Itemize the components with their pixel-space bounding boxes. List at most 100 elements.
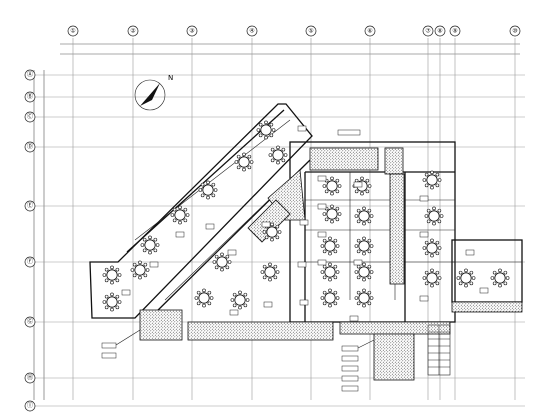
chair [430,185,434,190]
chair [367,301,372,306]
annotation-leaders [101,129,375,392]
room-tag [419,195,429,202]
chair [437,276,442,280]
chair [117,300,122,304]
room-tag [419,231,429,238]
chair [214,254,219,259]
chair [220,267,224,272]
room-tag [317,231,327,238]
chair [245,298,250,302]
chair [243,303,248,308]
chair [435,183,440,188]
col-4-label: ④ [249,28,254,35]
chair [270,147,275,152]
chair [148,250,152,255]
chair [333,238,338,243]
round-table [102,265,122,285]
chair [172,218,177,223]
round-table [424,206,444,226]
chair [435,172,440,177]
chair [322,290,327,295]
row-b-label: Ⓑ [27,93,33,101]
chair [322,212,327,216]
chair [362,236,366,241]
room-tag [263,301,273,308]
room-tag [205,223,215,230]
chair [142,248,147,253]
chair [155,243,160,247]
chair [464,268,468,273]
chair [335,189,340,194]
chair [273,264,278,269]
chair [138,275,142,280]
dimension-frame [33,43,520,400]
chair [276,145,280,150]
chair [320,270,325,274]
chair [362,251,366,256]
col-3-label: ③ [189,28,194,35]
chair [220,252,224,257]
round-table [194,288,214,308]
chair [356,219,361,224]
row-f-bubble: Ⓕ [24,256,36,268]
col-1-bubble: ① [67,25,79,37]
chair [335,270,340,274]
chair [354,270,359,274]
chair [110,307,114,312]
chair [335,244,340,248]
chair [505,276,510,280]
col-3-bubble: ③ [186,25,198,37]
round-table [102,292,122,312]
room-tag [479,287,489,294]
chair [271,128,276,132]
chair [275,270,280,274]
chair [200,193,205,198]
col-1-label: ① [70,28,75,35]
chair [435,240,440,245]
chair [432,206,436,211]
compass-north-label: N [168,74,173,82]
round-table [256,120,276,140]
round-table [234,152,254,172]
col-10-label: ⑩ [512,28,517,35]
chair [492,281,497,286]
chair [464,283,468,288]
chair [232,303,237,308]
chair [369,296,374,300]
chair [143,262,148,267]
chair [268,153,273,157]
round-table [320,236,340,256]
room-tags [121,125,489,322]
chair [185,213,190,217]
col-6-label: ⑥ [367,28,372,35]
row-a-bubble: Ⓐ [24,69,36,81]
chair [281,158,286,163]
chair [242,152,246,157]
chair [238,305,242,310]
chair [354,214,359,218]
chair [369,270,374,274]
chair [243,292,248,297]
diagonal-wing [89,103,313,319]
chair [225,265,230,270]
round-table [320,262,340,282]
chair [196,290,201,295]
chair [356,264,361,269]
chair [458,281,463,286]
chair [430,170,434,175]
chair [207,301,212,306]
row-d-bubble: Ⓓ [24,141,36,153]
chair [110,265,114,270]
room-tag [353,181,363,188]
chair [354,244,359,248]
chair [281,147,286,152]
chair [430,283,434,288]
chair [330,219,334,224]
chair [232,292,237,297]
room-tag [349,315,359,322]
chair [148,235,152,240]
round-table [140,235,160,255]
